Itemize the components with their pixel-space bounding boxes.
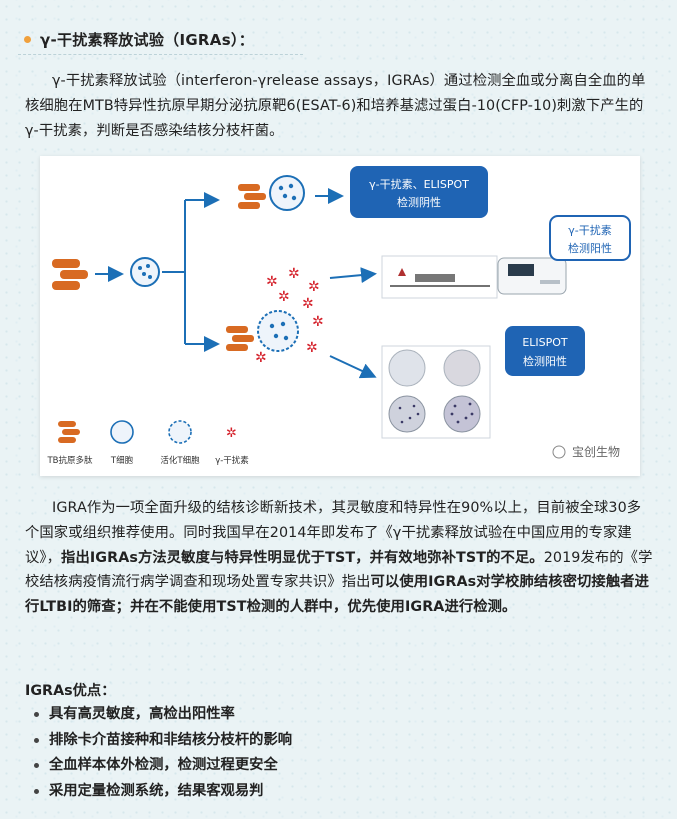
list-item: 采用定量检测系统，结果客观易判 [34,779,292,805]
svg-text:✲: ✲ [278,289,290,305]
figure-legend: ✲ TB抗原多肽 T细胞 活化T细胞 γ-干扰素 [46,420,249,466]
svg-text:✲: ✲ [312,314,324,330]
para2-bold1: 指出IGRAs方法灵敏度与特异性明显优于TST，并有效地弥补TST的不足。 [61,549,544,566]
legend-activated-t-cell: 活化T细胞 [160,455,200,466]
advantage-text: 采用定量检测系统，结果客观易判 [49,782,264,799]
box1-line2: 检测阴性 [397,195,441,209]
svg-text:✲: ✲ [306,340,318,356]
igra-diagram-svg: γ-干扰素、ELISPOT 检测阴性 ✲ ✲ ✲ ✲ ✲ ✲ ✲ ✲ [46,166,631,466]
advantages-list: 具有高灵敏度，高检出阳性率 排除卡介苗接种和非结核分枝杆的影响 全血样本体外检测… [34,702,292,804]
legend-t-cell: T细胞 [110,455,134,466]
advantage-text: 排除卡介苗接种和非结核分枝杆的影响 [49,731,293,748]
svg-text:✲: ✲ [302,296,314,312]
box1-line1: γ-干扰素、ELISPOT [369,177,469,191]
antigen-icon [52,259,88,290]
reader-device-icon [497,257,567,295]
box2-line2: 检测阳性 [568,241,612,255]
elispot-positive-box [505,326,585,376]
para2-text2: 2019发布的《学校结核病疫情流行病学调查和现场处置专家共识》指出 [25,549,653,591]
wechat-logo-icon [552,445,566,459]
positive-result-box [549,215,631,261]
advantage-text: 全血样本体外检测，检测过程更安全 [49,757,278,773]
advantages-title: IGRAs优点： [25,683,116,699]
svg-text:✲: ✲ [308,279,320,295]
list-item: 排除卡介苗接种和非结核分枝杆的影响 [34,728,292,754]
legend-interferon: γ-干扰素 [215,455,249,466]
list-item: 全血样本体外检测，检测过程更安全 [34,753,292,779]
bullet-icon [34,788,39,794]
intro-paragraph: γ-干扰素释放试验（interferon-γrelease assays，IGR… [25,73,646,139]
igra-diagram: γ-干扰素、ELISPOT 检测阴性 ✲ ✲ ✲ ✲ ✲ ✲ ✲ ✲ [40,156,640,476]
para2-bold2: 可以使用IGRAs对学校肺结核密切接触者进行LTBI的筛查；并在不能使用TST检… [25,574,650,616]
advantage-text: 具有高灵敏度，高检出阳性率 [49,706,235,722]
svg-text:✲: ✲ [226,426,237,441]
main-paragraph: IGRA作为一项全面升级的结核诊断新技术，其灵敏度和特异性在90%以上，目前被全… [25,496,655,620]
bullet-dot-icon [24,35,31,43]
bullet-icon [34,737,39,743]
bullet-icon [34,712,39,718]
box3-line1: ELISPOT [522,336,568,349]
activated-t-cell-icon [257,310,299,352]
svg-text:✲: ✲ [266,274,278,290]
svg-text:✲: ✲ [288,266,300,282]
t-cell-icon [269,175,305,211]
watermark-text: 宝创生物 [572,445,620,459]
section-title: γ-干扰素释放试验（IGRAs）： [40,30,255,49]
elispot-wells [381,345,491,439]
section-heading: γ-干扰素释放试验（IGRAs）： [18,24,303,55]
interferon-stars-icon: ✲ ✲ ✲ ✲ ✲ ✲ ✲ ✲ [255,266,324,366]
list-item: 具有高灵敏度，高检出阳性率 [34,702,292,728]
negative-result-box [350,166,488,218]
legend-antigen: TB抗原多肽 [46,455,93,466]
t-cell-icon [130,257,160,287]
para2-text1: IGRA作为一项全面升级的结核诊断新技术，其灵敏度和特异性在90%以上，目前被全… [25,500,642,566]
box3-line2: 检测阳性 [523,354,567,368]
box2-line1: γ-干扰素 [568,223,611,237]
svg-text:✲: ✲ [255,350,267,366]
bullet-icon [34,763,39,769]
